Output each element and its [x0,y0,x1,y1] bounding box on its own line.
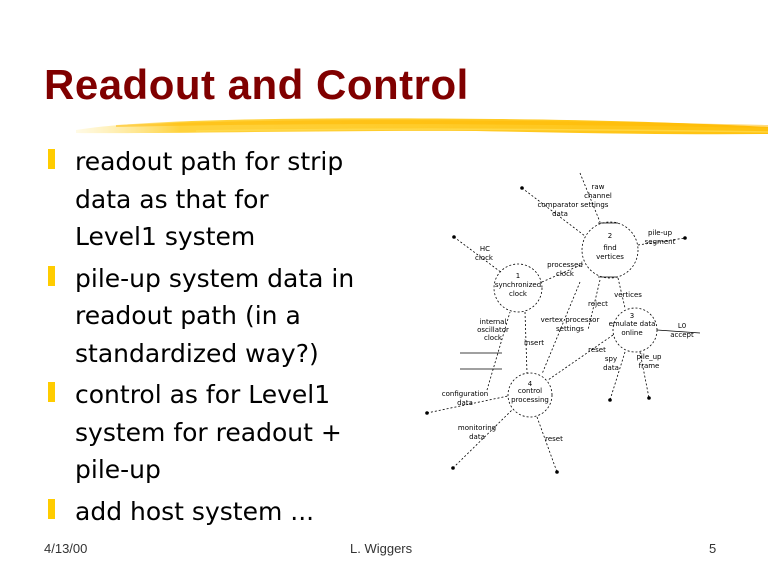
flow-label: L0 [678,322,686,330]
flow-label: comparator settings [538,201,609,209]
flow-reset [536,416,558,473]
flow-reject [587,279,601,331]
footer-author: L. Wiggers [350,541,413,556]
flow-label: oscillator [477,326,509,334]
flow-label: insert [524,339,544,347]
terminator-dot [452,235,456,239]
flow-label: clock [475,254,494,262]
bullet-item: control as for Level1 system for readout… [46,376,386,489]
bullet-line: readout path for strip [75,147,344,176]
bullet-line: data as that for [75,184,269,214]
flow-label: settings [556,325,584,333]
flow-l0-accept [656,329,701,334]
flow-label: accept [670,331,694,339]
flow-label: data [457,399,473,407]
footer-date: 4/13/00 [44,541,88,556]
bullet-marker-icon [48,265,55,286]
bullet-line: Level1 system [75,222,256,251]
flow-label: segment [645,238,676,246]
flow-label: pile_up [636,353,662,361]
terminator-dot [555,470,559,474]
terminator-dot [520,186,524,190]
flow-monitoring-data [452,409,513,469]
flow-reset-emulate [547,334,614,381]
process-label: processing [511,396,549,404]
process-circle-synchronized-clock [493,263,543,313]
terminator-dot [425,411,429,415]
process-label: synchronized [495,281,541,289]
flow-comparator-settings [521,187,586,237]
process-circle-control-processing [507,372,553,418]
terminator-dot [647,396,651,400]
flow-label: pile-up [648,229,673,237]
flow-label: HC [480,245,490,253]
flow-configuration-data [426,395,509,414]
flow-label: data [552,210,568,218]
bullet-line: system for readout + [75,417,342,447]
bullet-list: readout path for strip data as that for … [46,143,386,534]
flow-label: monitoring [458,424,496,432]
flow-processed-clock [541,263,584,283]
bullet-line: pile-up system data in [75,263,355,293]
flow-label: reject [588,300,608,308]
bullet-line: pile-up [75,455,161,484]
flow-label: processed [547,261,583,269]
flow-label: reset [545,435,563,443]
flow-label: data [603,364,619,372]
flow-label: channel [584,192,612,200]
terminator-dot [451,466,455,470]
flow-label: configuration [442,390,488,398]
flow-vertices [617,277,626,309]
bullet-item: readout path for strip data as that for … [46,143,386,256]
process-number: 3 [630,312,634,320]
process-label: emulate data [609,320,656,328]
bullet-marker-icon [48,382,55,402]
flow-vertex-processor-settings [541,281,581,375]
process-number: 1 [516,272,520,280]
bullet-marker-icon [48,498,55,519]
flow-internal-oscillator [486,311,511,391]
slide-title: Readout and Control [44,61,469,108]
process-number: 4 [528,380,533,388]
process-label: find [603,244,616,252]
bullet-item: add host system ... [46,493,386,531]
flow-label: clock [484,334,503,342]
flow-label: internal [480,318,507,326]
flow-raw-channel [579,172,601,223]
title-underline-brush [76,118,768,135]
bullet-line: standardized way?) [75,338,319,368]
bullet-item: pile-up system data in readout path (in … [46,260,386,373]
flow-label: vertices [614,291,642,299]
flow-spy-data [609,351,626,401]
bullet-marker-icon [48,149,55,169]
process-label: online [621,329,642,337]
process-label: control [518,387,542,395]
flow-label: spy [605,355,617,363]
footer-page-number: 5 [709,541,717,556]
bullet-line: add host system ... [75,496,315,526]
process-number: 2 [608,232,612,240]
flow-label: frame [639,362,660,370]
data-flow-diagram: 2 find vertices 1 synchronized clock 3 e… [425,172,701,474]
flow-label: clock [556,270,575,278]
flow-label: reset [588,346,606,354]
flow-hc-clock [453,236,503,274]
terminator-dot [608,398,612,402]
bullet-line: control as for Level1 [75,380,331,409]
bullet-line: readout path (in a [75,301,301,330]
flow-label: data [469,433,485,441]
flow-label: vertex processor [541,316,600,324]
flow-label: raw [592,183,605,191]
process-circle-find-vertices [581,221,639,279]
process-label: clock [509,290,528,298]
terminator-dot [683,236,687,240]
process-label: vertices [596,253,624,261]
